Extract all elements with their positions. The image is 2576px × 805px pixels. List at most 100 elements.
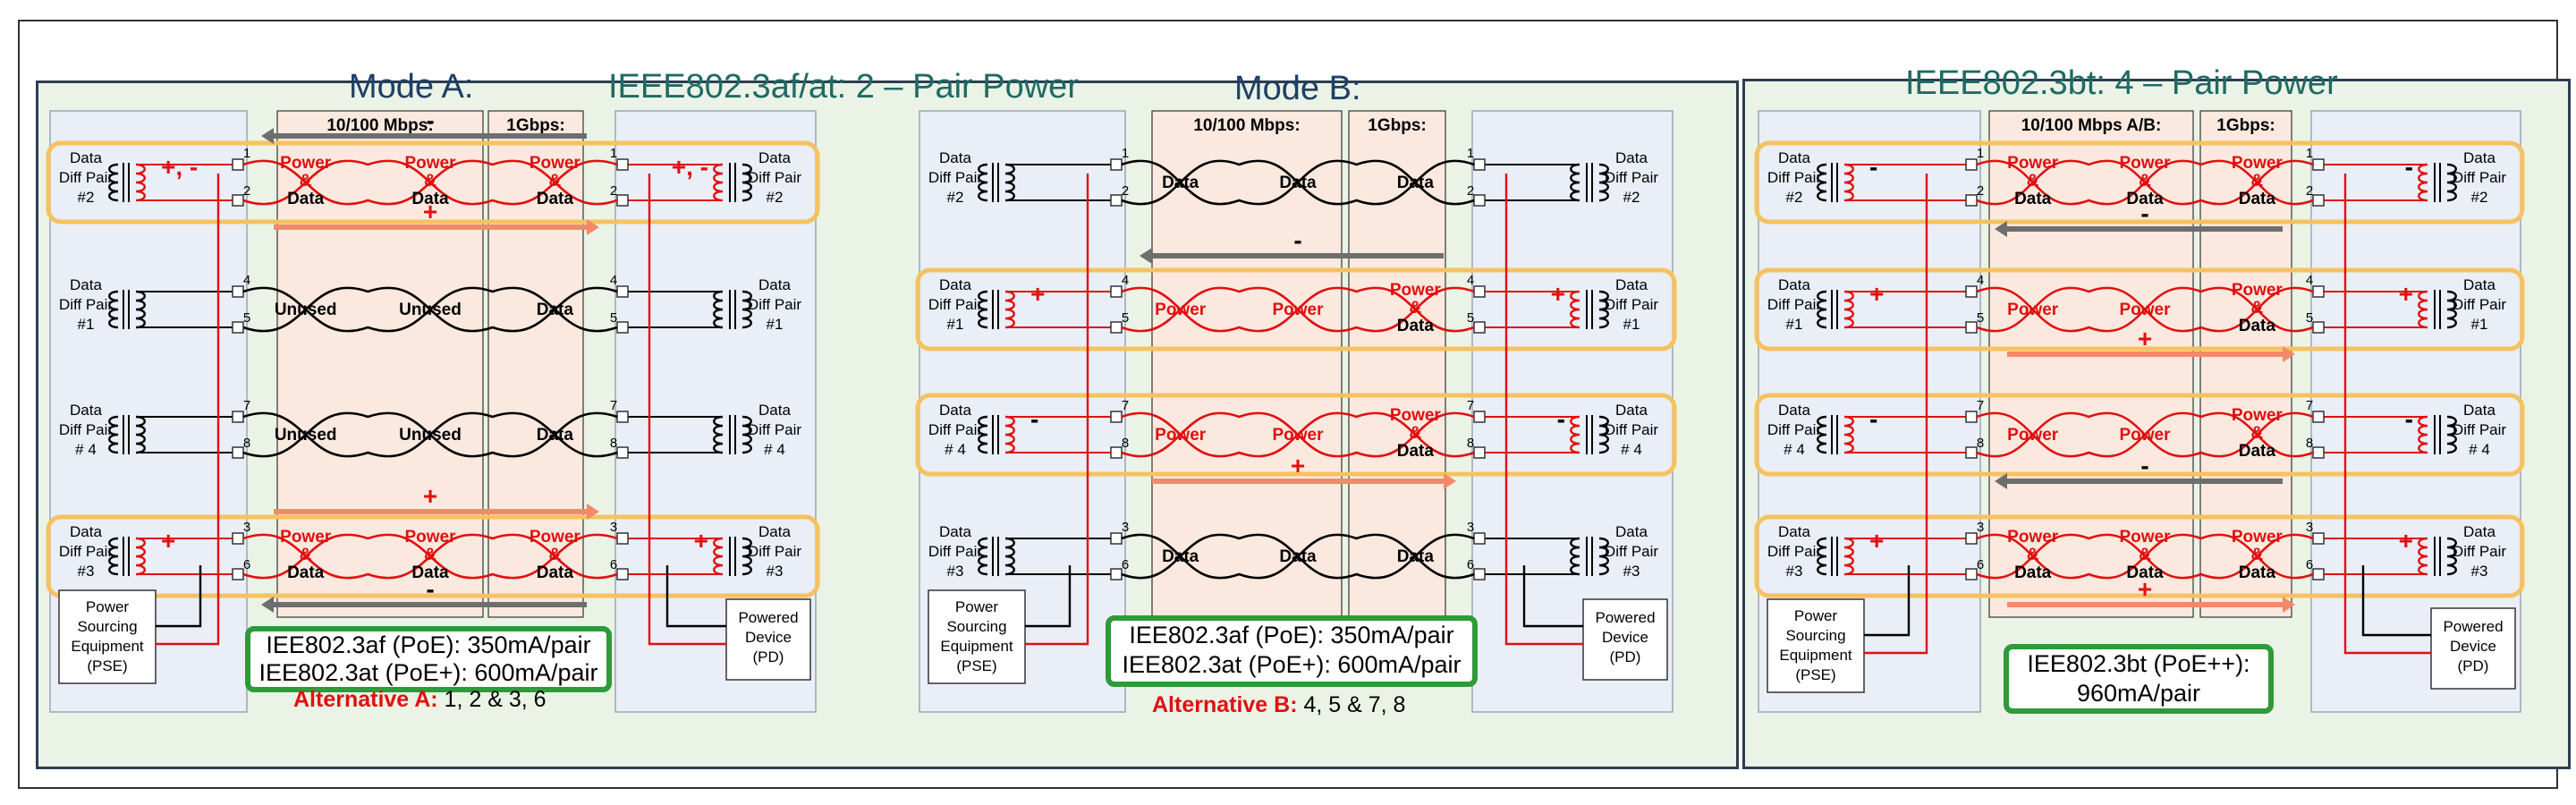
lobe-data-b12: Data (1397, 317, 1435, 335)
xfmr-coil-right-c2 (2418, 415, 2428, 454)
pin-num-r2-c1: 5 (2306, 310, 2313, 326)
mode-a-title: Mode A: (349, 68, 474, 106)
pair-label-right-c2: Data (2463, 402, 2496, 419)
pse-text1-b: Power (955, 598, 999, 615)
af-at-title: IEEE802.3af/at: 2 – Pair Power (608, 68, 1079, 106)
pin-num-l2-b2: 8 (1122, 436, 1129, 451)
xfmr-coil-right-b-a2 (741, 415, 752, 454)
lobe-amp-a00: & (300, 172, 312, 191)
connector-pin-c32 (2312, 532, 2325, 545)
pair-label-left-num-b2: # 4 (945, 441, 966, 458)
connector-pin-b33 (1473, 568, 1486, 580)
lobe-data-a30: Data (287, 564, 325, 582)
pd-box-b (1582, 598, 1668, 681)
connector-pin-a00 (232, 158, 244, 171)
lobe-amp-c12: & (2250, 299, 2263, 318)
lobe-data-c00: Data (2014, 190, 2052, 208)
polarity-left-a0: +, - (161, 153, 198, 181)
polarity-right-a0: +, - (672, 153, 708, 181)
pair-label-left-dp-a3: Diff Pair (59, 543, 113, 560)
connector-pin-b13 (1473, 321, 1486, 334)
lobe-unused-a10: Unused (275, 301, 337, 319)
pair-label-left-num-c1: #1 (1786, 316, 1803, 333)
pair-label-right-b2: Data (1615, 402, 1648, 419)
xfmr-coil-right-b-c3 (2446, 537, 2457, 576)
connector-pin-b11 (1110, 321, 1123, 334)
lobe-data-b02: Data (1397, 174, 1435, 192)
pair-label-right-c1: Data (2463, 276, 2496, 293)
pair-label-right-c3: Data (2463, 523, 2496, 540)
pin-num-l1-a1: 4 (243, 273, 250, 288)
xfmr-coil-right-b-a0 (741, 163, 752, 202)
gigabit-column-c (2199, 110, 2292, 618)
lobe-power-c00: Power (2007, 154, 2059, 173)
lobe-power-c20: Power (2007, 426, 2059, 445)
pair-label-left-dp-b0: Diff Pair (928, 169, 982, 186)
lobe-data-c22: Data (2239, 442, 2276, 461)
pse-text3-b: Equipment (940, 638, 1013, 655)
pair-label-right-num-b2: # 4 (1621, 441, 1642, 458)
current-sign-a2: + (423, 482, 437, 510)
fast-ethernet-column-b (1151, 110, 1343, 618)
xfmr-coil-right-a0 (713, 163, 724, 202)
pin-num-l2-b3: 6 (1122, 557, 1129, 572)
current-sign-c3: + (2138, 575, 2152, 603)
lobe-data-a22: Data (537, 426, 574, 445)
alternative-a: Alternative A: 1, 2 & 3, 6 (293, 687, 547, 713)
polarity-right-c2: - (2405, 405, 2413, 433)
lobe-power-c02: Power (2232, 154, 2284, 173)
polarity-left-c3: + (1869, 527, 1884, 555)
lobe-amp-a01: & (424, 172, 436, 191)
pin-num-r2-b3: 6 (1467, 557, 1474, 572)
connector-pin-c01 (1965, 194, 1978, 207)
pair-label-right-a2: Data (758, 402, 791, 419)
pair-highlight-b1 (915, 267, 1677, 352)
twisted-wire-b-b1 (1121, 286, 1475, 333)
twisted-wire-b-a0 (242, 159, 618, 206)
pair-label-right-dp-c3: Diff Pair (2453, 543, 2506, 560)
pair-label-left-c1: Data (1778, 276, 1810, 293)
polarity-right-b1: + (1551, 280, 1565, 308)
lobe-power-c31: Power (2119, 528, 2171, 547)
xfmr-coil-left-b1 (978, 290, 988, 329)
connector-pin-a12 (616, 285, 629, 298)
polarity-right-b2: - (1557, 405, 1565, 433)
xfmr-coil-left-c2 (1817, 415, 1827, 454)
pin-num-r1-a0: 1 (610, 146, 617, 161)
pd-plus-wire-c (2343, 174, 2431, 655)
lobe-data-a12: Data (537, 301, 574, 319)
pin-num-l2-a1: 5 (243, 310, 250, 326)
lobe-data-c01: Data (2126, 190, 2164, 208)
pair-label-right-a1: Data (758, 276, 791, 293)
pair-highlight-c2 (1754, 393, 2525, 477)
gigabit-column-a (487, 110, 584, 618)
xfmr-coil-left-a0 (108, 163, 119, 202)
pair-label-left-dp-b3: Diff Pair (928, 543, 982, 560)
lobe-power-c01: Power (2119, 154, 2171, 173)
polarity-right-c0: - (2405, 153, 2413, 181)
connector-pin-a13 (616, 321, 629, 334)
pair-highlight-c1 (1754, 267, 2525, 352)
current-sign-a1: + (423, 198, 437, 225)
pair-highlight-a0 (46, 140, 820, 225)
connector-pin-b03 (1473, 194, 1486, 207)
xfmr-coil-right-b-b2 (1598, 415, 1609, 454)
connector-pin-c33 (2312, 568, 2325, 580)
xfmr-coil-left-b0 (978, 163, 988, 202)
pin-num-r2-a2: 8 (610, 436, 617, 451)
polarity-left-c2: - (1869, 405, 1877, 433)
current-sign-b0: - (1293, 226, 1301, 254)
pair-label-left-a1: Data (70, 276, 102, 293)
pair-label-right-dp-a0: Diff Pair (748, 169, 801, 186)
twisted-wire-b-a1 (242, 286, 618, 333)
pin-num-l1-a2: 7 (243, 398, 250, 413)
connector-pin-c10 (1965, 285, 1978, 298)
connector-pin-c13 (2312, 321, 2325, 334)
xfmr-coil-right-b-b0 (1598, 163, 1609, 202)
current-arrowhead-c0 (1995, 221, 2007, 237)
pair-label-right-num-b3: #3 (1623, 563, 1640, 580)
pair-label-left-num-c0: #2 (1786, 189, 1803, 206)
xfmr-coil-right-b-b3 (1598, 537, 1609, 576)
pair-highlight-c0 (1754, 140, 2525, 225)
lobe-amp-c31: & (2139, 546, 2151, 564)
